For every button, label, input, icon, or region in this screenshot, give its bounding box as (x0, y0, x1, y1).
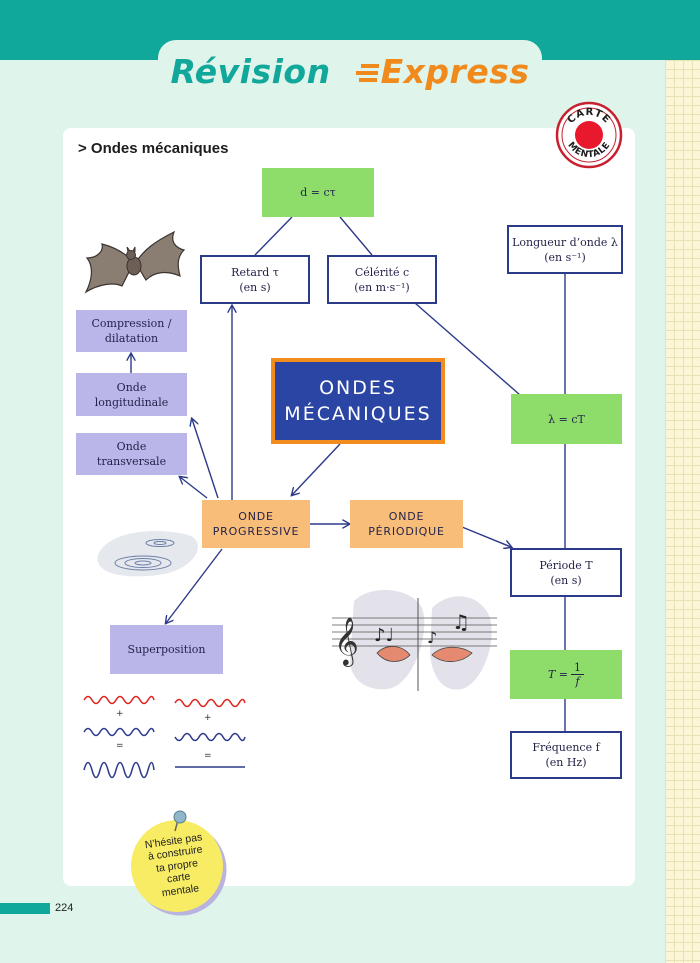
node-lambda-equals-ct-text: λ = cT (548, 412, 585, 426)
carte-mentale-stamp: CARTE MENTALE (555, 101, 623, 169)
title-express: Express (380, 52, 530, 91)
node-d-equals-ctau-text: d = cτ (300, 186, 336, 199)
node-celerite: Célérité c (en m·s⁻¹) (327, 255, 437, 304)
page-title: Révision Express (0, 52, 700, 91)
grid-paper-strip (665, 60, 700, 963)
svg-text:CARTE: CARTE (566, 107, 613, 126)
t-fraction-denominator: f (575, 675, 580, 688)
page-number-bar (0, 903, 50, 914)
node-d-equals-ctau: d = cτ (262, 168, 374, 217)
stamp-line1: CARTE (566, 107, 612, 126)
title-revision: Révision (170, 52, 331, 91)
node-periode: Période T (en s) (510, 548, 622, 597)
node-superposition: Superposition (110, 625, 223, 674)
page-number: 224 (55, 902, 74, 914)
node-ondes-mecaniques: ONDES MÉCANIQUES (271, 358, 445, 444)
node-lambda-equals-ct: λ = cT (511, 394, 622, 444)
pushpin-icon (173, 810, 187, 832)
t-formula-prefix: T = (547, 668, 569, 681)
node-onde-longitudinale: Onde longitudinale (76, 373, 187, 416)
node-frequence: Fréquence f (en Hz) (510, 731, 622, 779)
speed-lines-icon (355, 64, 379, 82)
section-title: > Ondes mécaniques (78, 140, 229, 157)
title-tab (158, 40, 542, 110)
node-superposition-text: Superposition (127, 643, 206, 656)
node-onde-progressive: ONDE PROGRESSIVE (202, 500, 310, 548)
t-fraction: 1 f (571, 661, 585, 688)
node-longueur-onde: Longueur d’onde λ (en s⁻¹) (507, 225, 623, 274)
node-compression-dilatation: Compression / dilatation (76, 310, 187, 352)
node-onde-periodique: ONDE PÉRIODIQUE (350, 500, 463, 548)
node-retard: Retard τ (en s) (200, 255, 310, 304)
plus-sign-left: + (116, 709, 124, 719)
equals-sign-right: = (204, 751, 212, 761)
node-t-equals-1-over-f: T = 1 f (510, 650, 622, 699)
t-fraction-numerator: 1 (571, 661, 585, 675)
equals-sign-left: = (116, 741, 124, 751)
node-onde-transversale: Onde transversale (76, 433, 187, 475)
plus-sign-right: + (204, 713, 212, 723)
sticky-note-text: N’hésite pas à construire ta propre cart… (144, 831, 204, 900)
